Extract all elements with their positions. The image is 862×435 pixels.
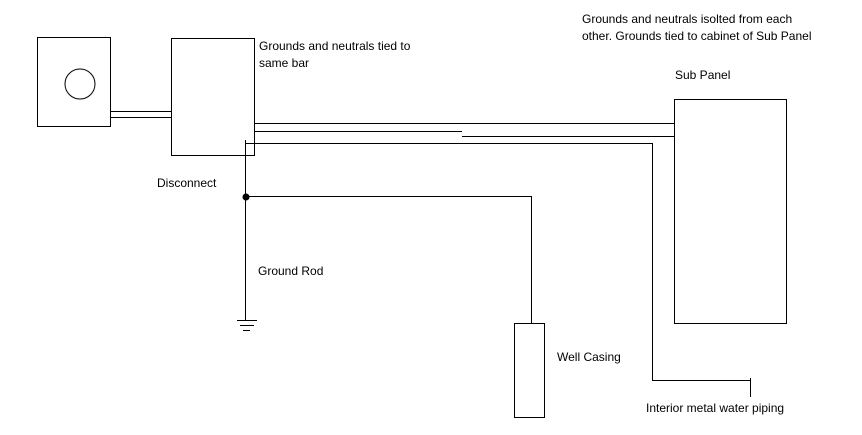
well-casing-label: Well Casing <box>557 350 621 364</box>
disconnect-note-line1: Grounds and neutrals tied to <box>259 39 411 53</box>
water-piping-label: Interior metal water piping <box>646 401 785 415</box>
ground-rod-label: Ground Rod <box>258 264 324 278</box>
well-casing-box <box>514 323 545 418</box>
meter-box <box>37 37 111 127</box>
sub-panel-box <box>674 99 787 324</box>
disconnect-label: Disconnect <box>157 176 217 190</box>
disconnect-note-line2: same bar <box>259 56 310 70</box>
water-bond-wire <box>245 143 750 381</box>
disconnect-box <box>171 38 255 156</box>
subpanel-note-line2: other. Grounds tied to cabinet of Sub Pa… <box>582 29 812 43</box>
sub-panel-label: Sub Panel <box>675 68 731 82</box>
well-casing-wire <box>245 196 532 323</box>
subpanel-note-line1: Grounds and neutrals isolted from each <box>582 12 793 26</box>
meter-dial <box>64 68 96 100</box>
junction-dot <box>242 193 250 201</box>
